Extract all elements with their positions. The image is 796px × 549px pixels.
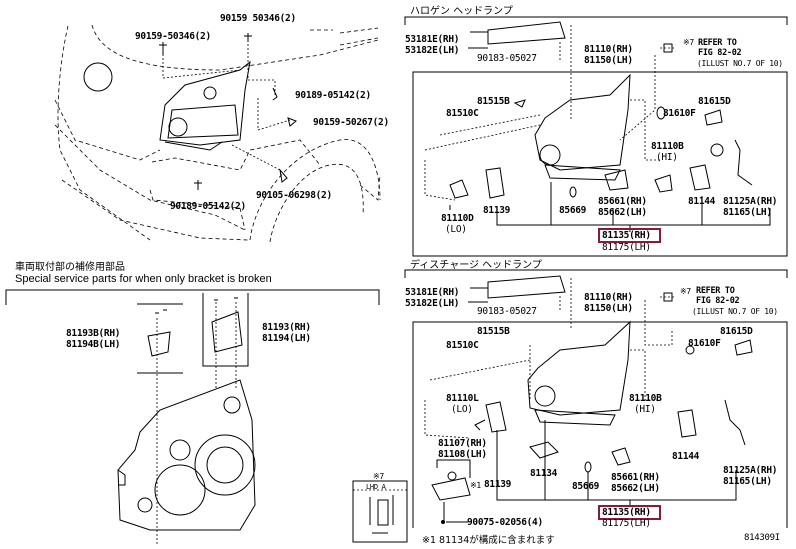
label-d-refer-line3: (ILLUST NO.7 OF 10)	[692, 307, 778, 316]
label-d-ballast-screw: 90075-02056(4)	[467, 517, 543, 528]
discharge-footnote: ※1 81134が構成に含まれます	[422, 535, 555, 546]
inset-caption: LHD A	[366, 483, 386, 491]
label-d-81515b: 81515B	[477, 326, 510, 337]
label-d-81144: 81144	[672, 451, 700, 462]
label-h-81510c: 81510C	[446, 108, 479, 119]
highlight-box-halogen	[598, 228, 661, 243]
label-d-81134: 81134	[530, 468, 558, 479]
discharge-inner-frame	[412, 321, 788, 528]
label-screw-right: 90159-50267(2)	[313, 117, 389, 128]
label-h-lamp-assy-rh: 81110(RH)	[584, 44, 633, 55]
bracket-section-title-jp: 車両取付部の補修用部品	[15, 262, 125, 273]
label-h-cover-rh: 53181E(RH)	[405, 34, 460, 45]
label-d-85669: 85669	[572, 481, 600, 492]
label-d-refer-line1: REFER TO	[696, 286, 735, 296]
label-h-harness-lh: 81165(LH)	[723, 207, 772, 218]
label-h-81610f: 81610F	[663, 108, 696, 119]
label-d-81139: 81139	[484, 479, 512, 490]
bracket-section-title-en: Special service parts for when only brac…	[15, 273, 272, 285]
label-d-unit-lh: 81175(LH)	[602, 518, 651, 529]
halogen-outer-frame	[404, 16, 788, 25]
label-bracket-b-lh: 81194B(LH)	[66, 339, 121, 350]
discharge-section-title: ディスチャージ ヘッドランプ	[410, 260, 542, 271]
label-d-cover-rh: 53181E(RH)	[405, 287, 460, 298]
label-h-unit-rh[interactable]: 81135(RH)	[602, 230, 651, 241]
label-d-lamp-assy-lh: 81150(LH)	[584, 303, 633, 314]
label-d-ballast-rh: 81107(RH)	[438, 438, 487, 449]
label-clip-bottom: 90189-05142(2)	[170, 201, 246, 212]
label-d-bulb-lo-sub: (LO)	[451, 404, 473, 415]
halogen-lamp-exploded-view	[424, 21, 771, 232]
label-d-harness-rh: 81125A(RH)	[723, 465, 778, 476]
label-h-lamp-assy-lh: 81150(LH)	[584, 55, 633, 66]
label-h-85669: 85669	[559, 205, 587, 216]
label-bracket-lh: 81194(LH)	[262, 333, 311, 344]
label-d-81510c: 81510C	[446, 340, 479, 351]
label-d-actuator-rh: 85661(RH)	[611, 472, 660, 483]
label-h-bulb-hi-sub: (HI)	[656, 152, 678, 163]
label-bolt-lower-right: 90105-06298(2)	[256, 190, 332, 201]
label-d-unit-rh[interactable]: 81135(RH)	[602, 507, 651, 518]
label-h-bulb-lo: 81110D	[441, 213, 474, 224]
label-bolt-top-left: 90159-50346(2)	[135, 31, 211, 42]
label-d-note-mark: ※1	[470, 481, 481, 490]
label-clip-right: 90189-05142(2)	[295, 90, 371, 101]
label-bracket-b-rh: 81193B(RH)	[66, 328, 121, 339]
label-bolt-top-center: 90159 50346(2)	[220, 13, 296, 24]
discharge-lamp-exploded-view	[424, 275, 753, 524]
label-d-bulb-hi: 81110B	[629, 393, 662, 404]
label-h-81615d: 81615D	[698, 96, 731, 107]
label-h-cover-lh: 53182E(LH)	[405, 45, 460, 56]
halogen-inner-frame	[412, 71, 788, 257]
label-h-bulb-lo-sub: (LO)	[445, 224, 467, 235]
label-d-81615d: 81615D	[720, 326, 753, 337]
vehicle-front-illustration	[54, 24, 381, 243]
label-d-bulb-lo: 81110L	[446, 393, 479, 404]
label-h-bulb-hi: 81110B	[651, 141, 684, 152]
label-h-harness-rh: 81125A(RH)	[723, 196, 778, 207]
label-h-unit-lh: 81175(LH)	[602, 242, 651, 253]
halogen-section-title: ハロゲン ヘッドランプ	[410, 6, 513, 17]
label-d-bulb-hi-sub: (HI)	[634, 404, 656, 415]
label-h-actuator-rh: 85661(RH)	[598, 196, 647, 207]
label-d-refer-line2: FIG 82-02	[696, 296, 740, 306]
bracket-illustration	[117, 293, 408, 545]
label-h-refer-line3: (ILLUST NO.7 OF 10)	[697, 59, 783, 68]
label-d-harness-lh: 81165(LH)	[723, 476, 772, 487]
label-d-actuator-lh: 85662(LH)	[611, 483, 660, 494]
label-d-lamp-assy-rh: 81110(RH)	[584, 292, 633, 303]
label-h-refer-mark: ※7	[683, 38, 694, 47]
label-d-cover-screw: 90183-05027	[477, 306, 537, 317]
label-d-81610f: 81610F	[688, 338, 721, 349]
label-bracket-rh: 81193(RH)	[262, 322, 311, 333]
label-h-actuator-lh: 85662(LH)	[598, 207, 647, 218]
label-h-cover-screw: 90183-05027	[477, 53, 537, 64]
label-h-81144: 81144	[688, 196, 716, 207]
figure-id: 814309I	[744, 533, 780, 543]
label-d-cover-lh: 53182E(LH)	[405, 298, 460, 309]
label-d-ballast-lh: 81108(LH)	[438, 449, 487, 460]
highlight-box-discharge	[598, 505, 661, 520]
inset-note-mark: ※7	[373, 472, 384, 481]
label-h-refer-line2: FIG 82-02	[698, 48, 742, 58]
label-d-refer-mark: ※7	[680, 287, 691, 296]
discharge-outer-frame	[404, 269, 788, 278]
bracket-frame	[5, 289, 380, 305]
label-h-refer-line1: REFER TO	[698, 38, 737, 48]
label-h-81139: 81139	[483, 205, 511, 216]
label-h-81515b: 81515B	[477, 96, 510, 107]
